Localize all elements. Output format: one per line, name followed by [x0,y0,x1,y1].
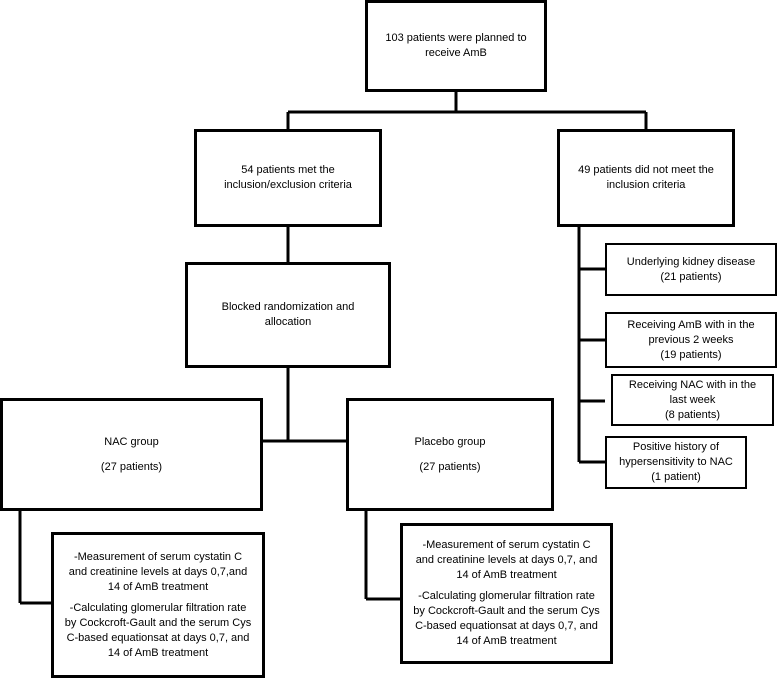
randomization-line2: allocation [264,316,312,328]
met-criteria-line1: 54 patients met the [241,164,335,176]
exclusion-box-nac: Receiving NAC with in the last week (8 p… [611,374,774,426]
nac-measure-line2: and creatinine levels at days 0,7,and [68,565,248,578]
exclusion-box-hypersensitivity: Positive history of hypersensitivity to … [605,436,747,489]
not-met-criteria-line2: inclusion criteria [606,179,686,191]
placebo-calc-line3: C-based equationsat at days 0,7, and [415,620,598,632]
nac-calc-line3: C-based equationsat at days 0,7, and [66,631,250,644]
placebo-group-count: (27 patients) [419,460,481,473]
placebo-group-name: Placebo group [414,435,486,448]
nac-measure-line3: 14 of AmB treatment [107,580,209,593]
nac-group-name: NAC group [104,435,159,448]
randomization-line1: Blocked randomization and [221,301,355,313]
exclusion-kidney-line1: Underlying kidney disease [626,255,756,268]
placebo-calc-line1: -Calculating glomerular filtration rate [418,590,595,602]
placebo-group-box: Placebo group (27 patients) [346,398,554,511]
exclusion-nac-line2: last week [669,393,716,406]
placebo-measure-line2: and creatinine levels at days 0,7, and [415,554,598,566]
met-criteria-line2: inclusion/exclusion criteria [224,179,352,191]
placebo-measures-box: -Measurement of serum cystatin C and cre… [400,523,613,664]
not-met-criteria-box: 49 patients did not meet the inclusion c… [557,129,735,227]
exclusion-amb-line3: (19 patients) [660,348,722,361]
not-met-criteria-line1: 49 patients did not meet the [578,164,714,176]
exclusion-kidney-line2: (21 patients) [660,270,722,283]
exclusion-hypersensitivity-line1: Positive history of [632,441,720,453]
nac-calc-line2: by Cockcroft-Gault and the serum Cys [64,616,252,629]
placebo-measure-line3: 14 of AmB treatment [456,569,557,581]
exclusion-hypersensitivity-line3: (1 patient) [651,471,701,483]
exclusion-box-amb: Receiving AmB with in the previous 2 wee… [605,312,777,368]
planned-patients-line1: 103 patients were planned to [385,32,527,44]
randomization-box: Blocked randomization and allocation [185,262,391,368]
placebo-calc-line2: by Cockcroft-Gault and the serum Cys [413,605,600,617]
exclusion-box-kidney: Underlying kidney disease (21 patients) [605,243,777,296]
nac-measures-box: -Measurement of serum cystatin C and cre… [51,532,265,678]
met-criteria-box: 54 patients met the inclusion/exclusion … [194,129,382,227]
exclusion-amb-line1: Receiving AmB with in the [627,318,755,331]
nac-group-count: (27 patients) [100,460,163,473]
exclusion-hypersensitivity-line2: hypersensitivity to NAC [619,456,733,468]
planned-patients-box: 103 patients were planned to receive AmB [365,0,547,92]
placebo-measure-line1: -Measurement of serum cystatin C [422,539,591,551]
exclusion-nac-line3: (8 patients) [664,408,721,421]
placebo-calc-line4: 14 of AmB treatment [456,635,557,647]
exclusion-nac-line1: Receiving NAC with in the [628,378,757,391]
planned-patients-line2: receive AmB [425,47,487,59]
nac-measure-line1: -Measurement of serum cystatin C [73,550,243,563]
nac-calc-line1: -Calculating glomerular filtration rate [69,601,247,614]
nac-calc-line4: 14 of AmB treatment [107,646,209,659]
nac-group-box: NAC group (27 patients) [0,398,263,511]
exclusion-amb-line2: previous 2 weeks [648,333,734,346]
